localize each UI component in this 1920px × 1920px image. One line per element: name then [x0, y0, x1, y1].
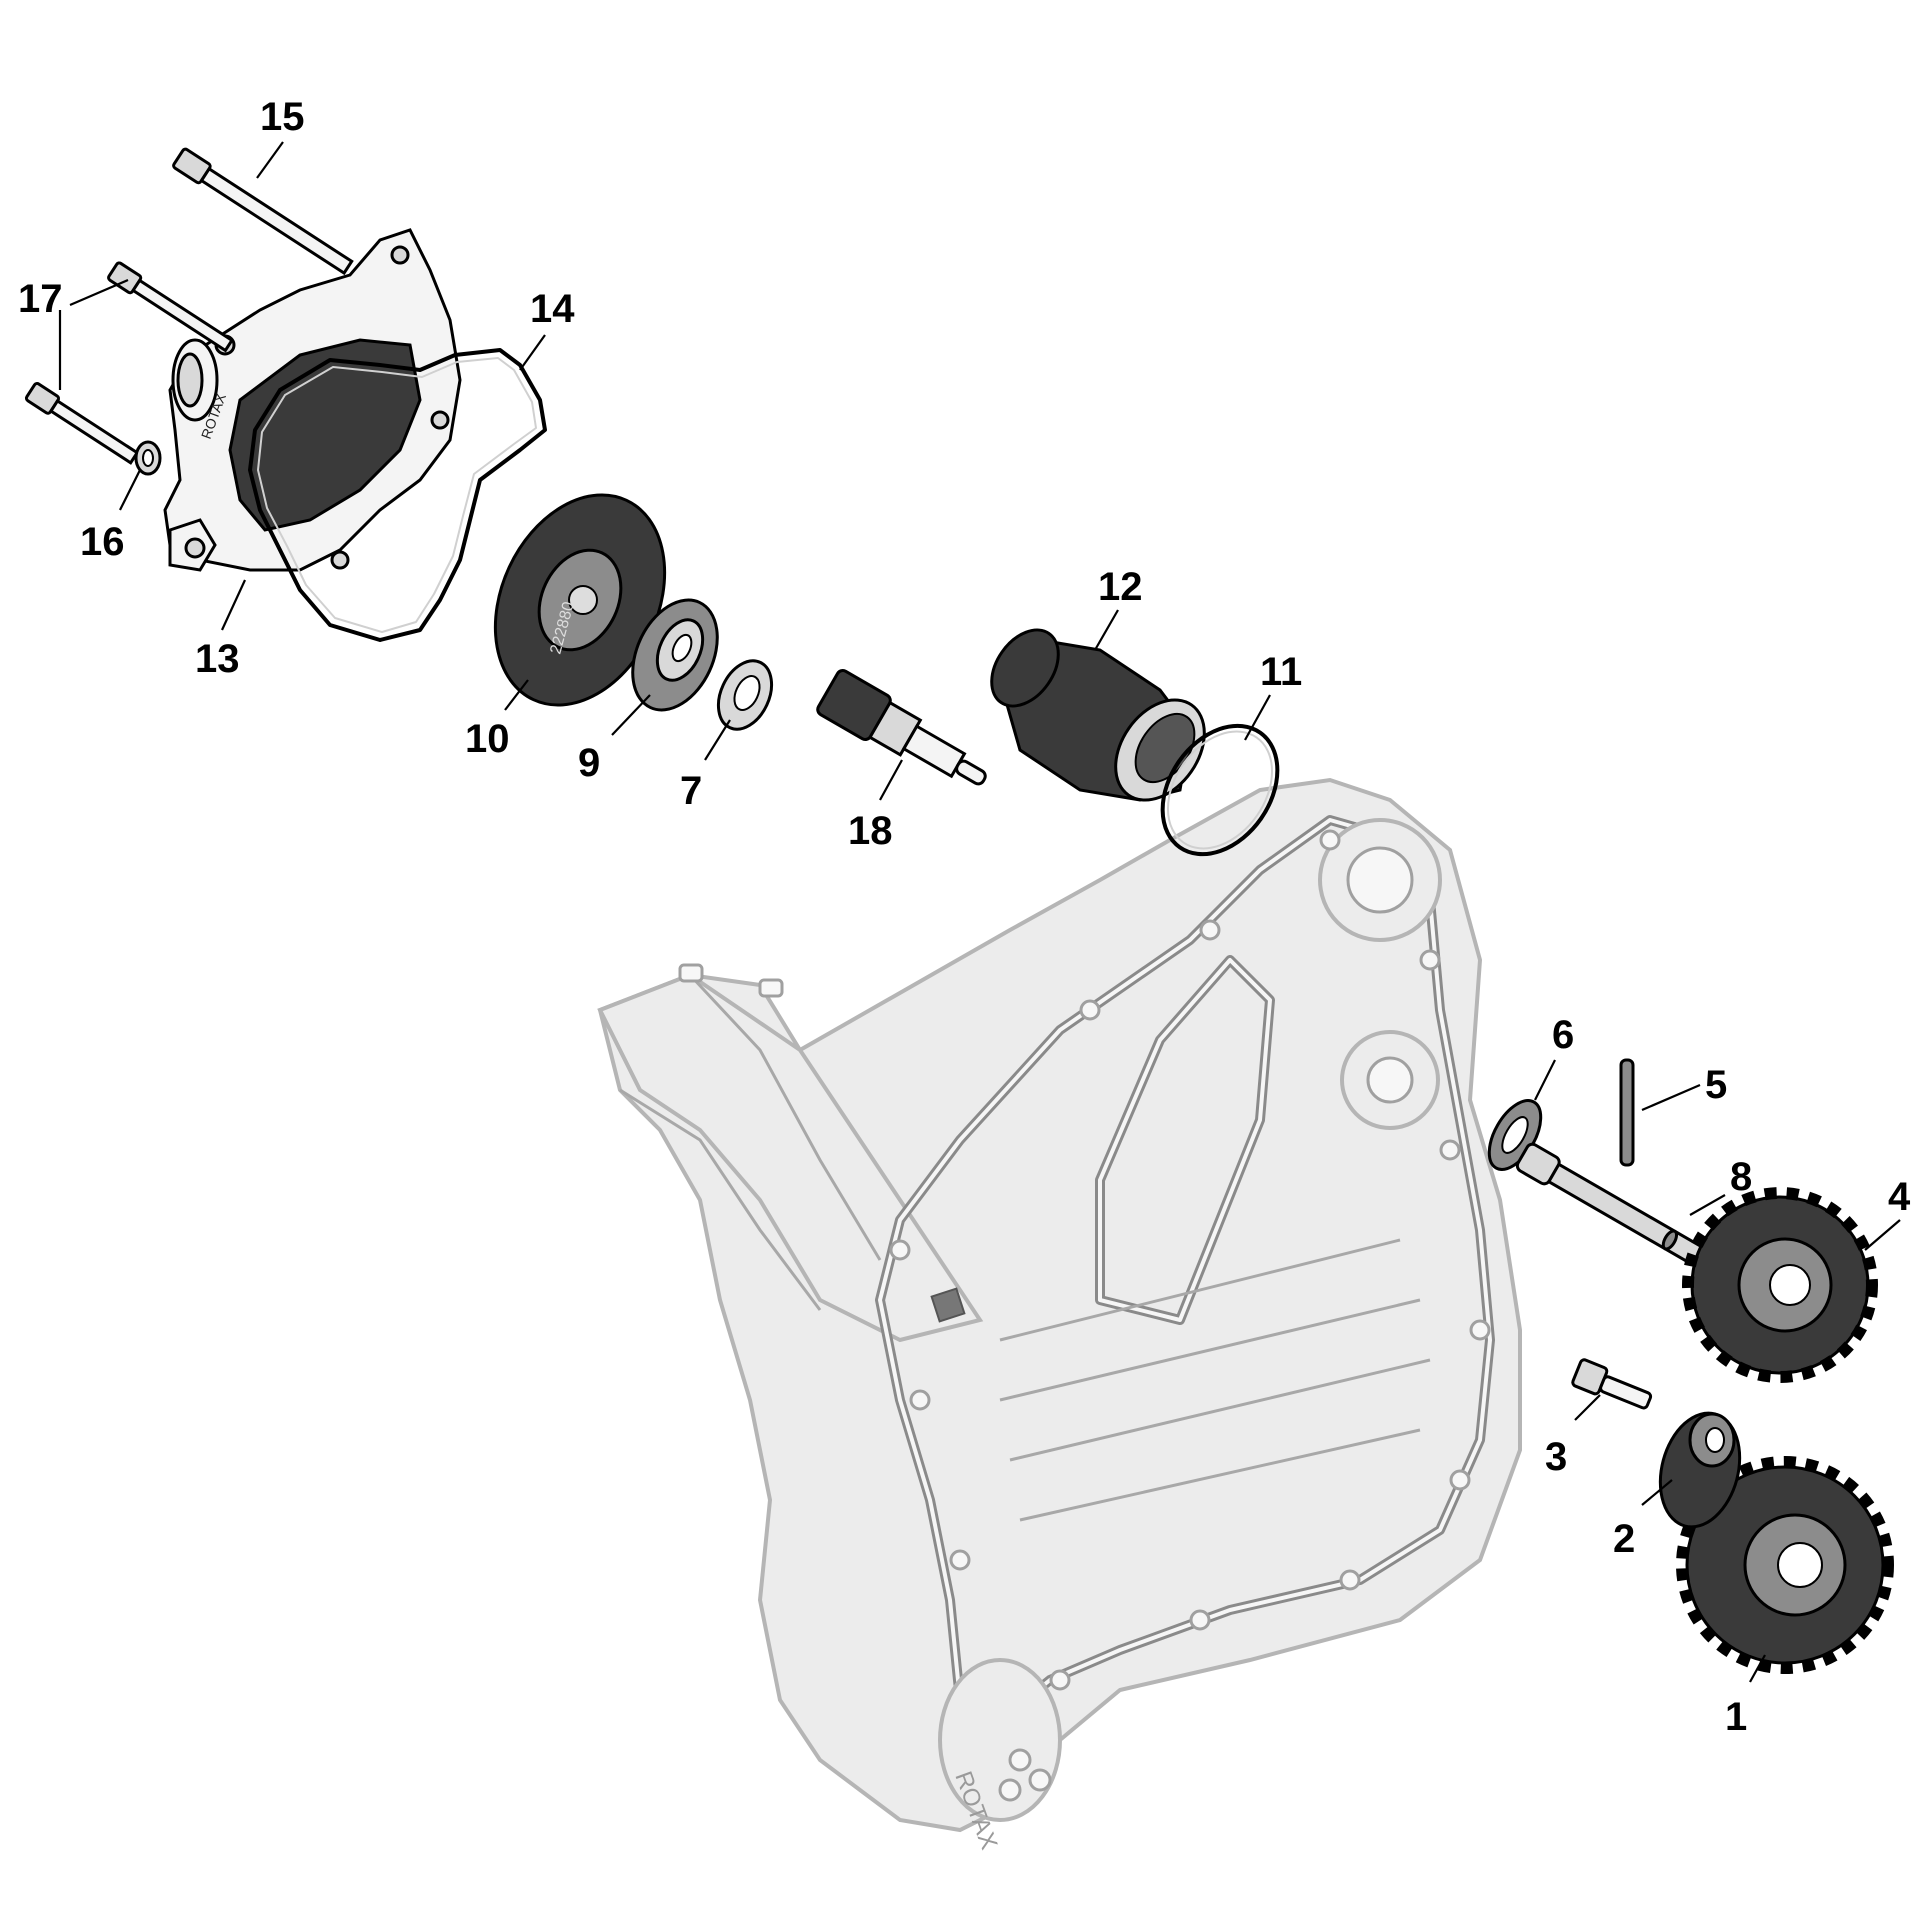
callout-18: 18	[848, 809, 893, 853]
part-6-thrust-washer	[1487, 1099, 1543, 1171]
callout-11: 11	[1260, 650, 1302, 694]
callout-10: 10	[465, 717, 510, 761]
part-3-bolt	[1571, 1358, 1653, 1410]
callout-4: 4	[1888, 1175, 1911, 1219]
part-7-seal-ring	[716, 659, 774, 731]
part-13-water-pump-housing: ROTAX	[163, 228, 462, 572]
part-9-seal	[631, 598, 719, 712]
callout-7: 7	[680, 769, 702, 813]
part-1-gear	[1676, 1456, 1894, 1674]
callout-5: 5	[1705, 1063, 1727, 1107]
callout-12: 12	[1098, 565, 1143, 609]
callout-8: 8	[1730, 1155, 1752, 1199]
callout-2: 2	[1613, 1517, 1635, 1561]
callout-3: 3	[1545, 1435, 1567, 1479]
part-17-bolt-upper	[107, 261, 234, 353]
part-2-bushing	[1658, 1411, 1742, 1529]
callout-17: 17	[18, 277, 63, 321]
part-11-o-ring	[1160, 723, 1280, 857]
callout-numbers: 15 17 14 16 13 10 9 7 18 12 11 6 5 8 4 3…	[18, 95, 1911, 1739]
callout-16: 16	[80, 520, 125, 564]
part-8-shaft	[1515, 1142, 1709, 1269]
callout-6: 6	[1552, 1013, 1574, 1057]
callout-9: 9	[578, 741, 600, 785]
callout-1: 1	[1725, 1695, 1747, 1739]
callout-13: 13	[195, 637, 240, 681]
part-14-gasket	[248, 348, 547, 642]
part-12-thermostat-housing	[990, 628, 1206, 802]
part-18-temperature-sensor	[816, 669, 987, 786]
part-5-pin	[1619, 1058, 1635, 1167]
part-17-bolt-lower	[24, 382, 140, 465]
engine-case: ROTAX	[597, 777, 1522, 1853]
callout-15: 15	[260, 95, 305, 139]
leader-lines	[58, 141, 1901, 1683]
part-15-bolt	[172, 147, 354, 276]
part-4-gear	[1682, 1187, 1878, 1383]
part-16-washer	[134, 440, 162, 476]
callout-14: 14	[530, 287, 575, 331]
part-10-impeller: 222880	[493, 493, 667, 707]
